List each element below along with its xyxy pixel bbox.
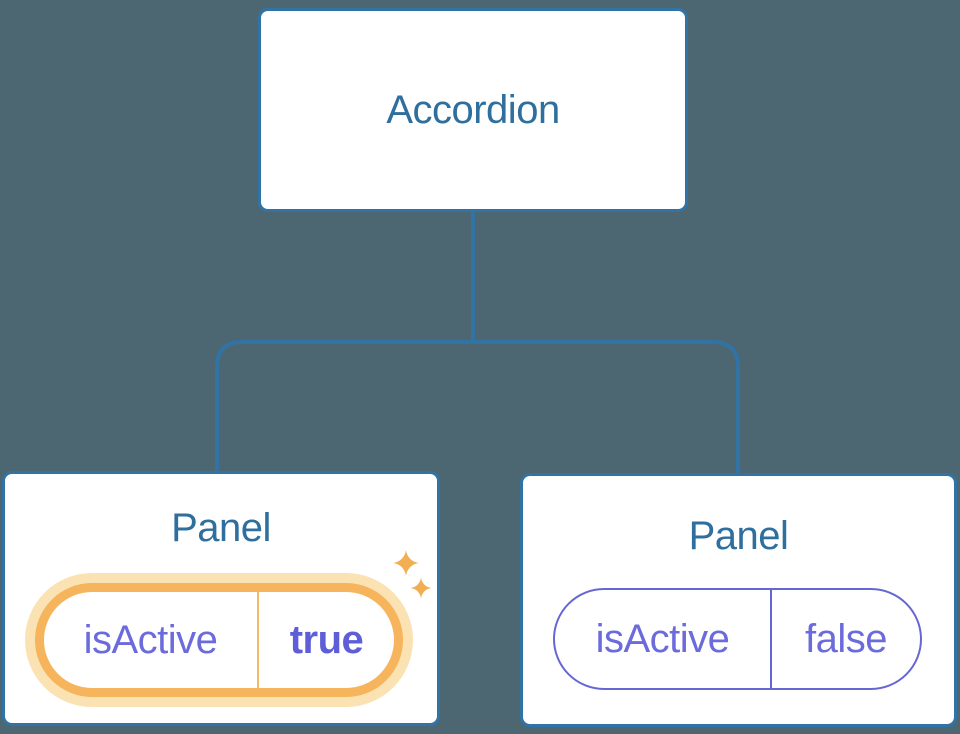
prop-name-label: isActive	[595, 616, 730, 661]
panel-node-inactive: Panel isActive false	[520, 473, 957, 727]
accordion-label: Accordion	[386, 87, 560, 132]
connector-branch	[215, 340, 740, 474]
prop-pill-active: isActive true	[35, 583, 403, 697]
pill-divider	[770, 590, 772, 688]
prop-name-label: isActive	[83, 617, 218, 662]
prop-value-label: false	[805, 616, 888, 661]
panel-title: Panel	[688, 514, 789, 558]
panel-title: Panel	[171, 506, 271, 550]
panel-node-active: Panel isActive true	[2, 471, 440, 726]
accordion-node: Accordion	[258, 8, 688, 212]
prop-value-label: true	[289, 617, 364, 662]
pill-divider	[257, 592, 259, 688]
sparkle-icon-small	[410, 577, 432, 599]
sparkle-icon	[393, 550, 432, 599]
sparkle-icon-large	[393, 550, 419, 576]
prop-pill-inactive: isActive false	[553, 588, 922, 690]
